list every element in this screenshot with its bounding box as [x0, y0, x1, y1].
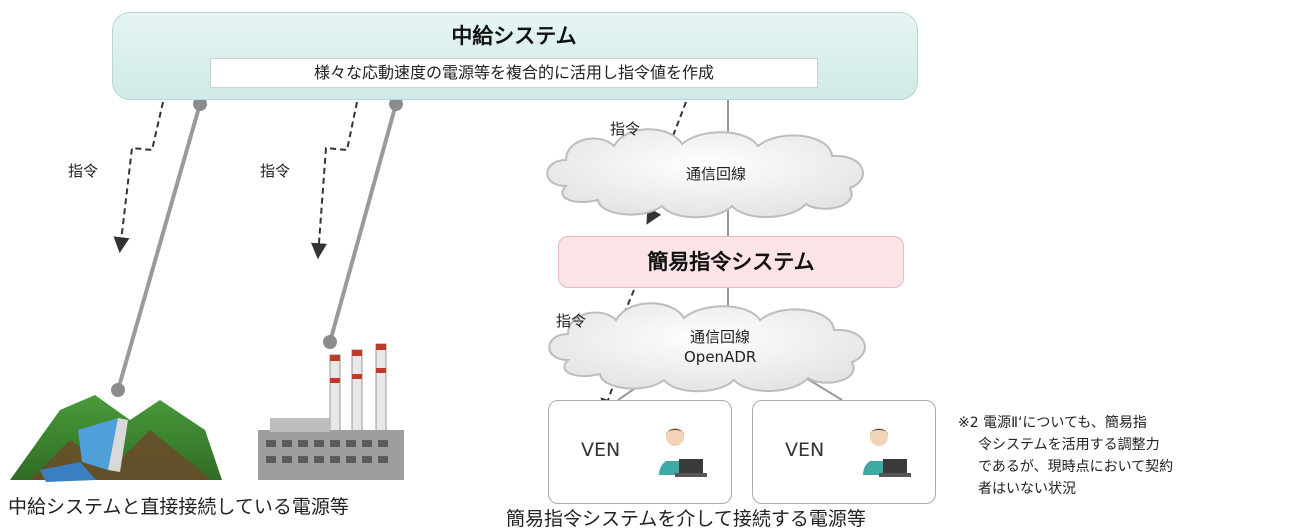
footnote-line: であるが、現時点において契約: [978, 459, 1174, 475]
cloud-top: [546, 128, 864, 219]
operator-at-laptop-icon: [863, 428, 911, 477]
connector-dot-hydro-bottom: [111, 383, 125, 397]
connector-cloud-to-ven2: [805, 377, 843, 401]
footnote-line: 令システムを活用する調整力: [978, 437, 1160, 453]
direct-line-hydro: [116, 103, 202, 391]
footnote: ※2 電源Ⅱ‘についても、簡易指 令システムを活用する調整力 であるが、現時点に…: [958, 412, 1288, 500]
ven-box-1: VEN: [548, 400, 732, 504]
connector-dot-thermal-bottom: [323, 335, 337, 349]
central-system-title: 中給システム: [451, 24, 577, 48]
operator-at-laptop-icon: [659, 428, 707, 477]
command-label-left1: 指令: [68, 162, 99, 180]
top-cloud-label: 通信回線: [686, 165, 747, 183]
ven-box-2: VEN: [752, 400, 936, 504]
footnote-line: 者はいない状況: [978, 481, 1076, 497]
hydro-plant-illustration: [10, 395, 222, 482]
simple-connection-caption: 簡易指令システムを介して接続する電源等: [506, 508, 866, 530]
bottom-cloud-label-line1: 通信回線: [690, 328, 751, 346]
footnote-line: ※2 電源Ⅱ‘についても、簡易指: [958, 415, 1147, 431]
connector-dot-thermal-top: [389, 97, 403, 111]
simple-command-system-box: 簡易指令システム: [558, 236, 904, 288]
thermal-plant-illustration: [258, 343, 404, 480]
cloud-bottom: [548, 302, 866, 393]
command-arrow-left2: [310, 101, 358, 260]
central-system-description: 様々な応動速度の電源等を複合的に活用し指令値を作成: [210, 58, 818, 88]
direct-connection-caption: 中給システムと直接接続している電源等: [8, 496, 349, 518]
command-label-right-top: 指令: [610, 120, 641, 138]
bottom-cloud-label-line2: OpenADR: [684, 348, 757, 366]
command-arrow-left1: [113, 101, 164, 254]
command-label-right-mid: 指令: [556, 312, 587, 330]
ven-label: VEN: [785, 439, 825, 461]
connector-dot-hydro-top: [193, 97, 207, 111]
direct-line-thermal: [328, 103, 398, 343]
command-label-left2: 指令: [260, 162, 291, 180]
ven-label: VEN: [581, 439, 621, 461]
